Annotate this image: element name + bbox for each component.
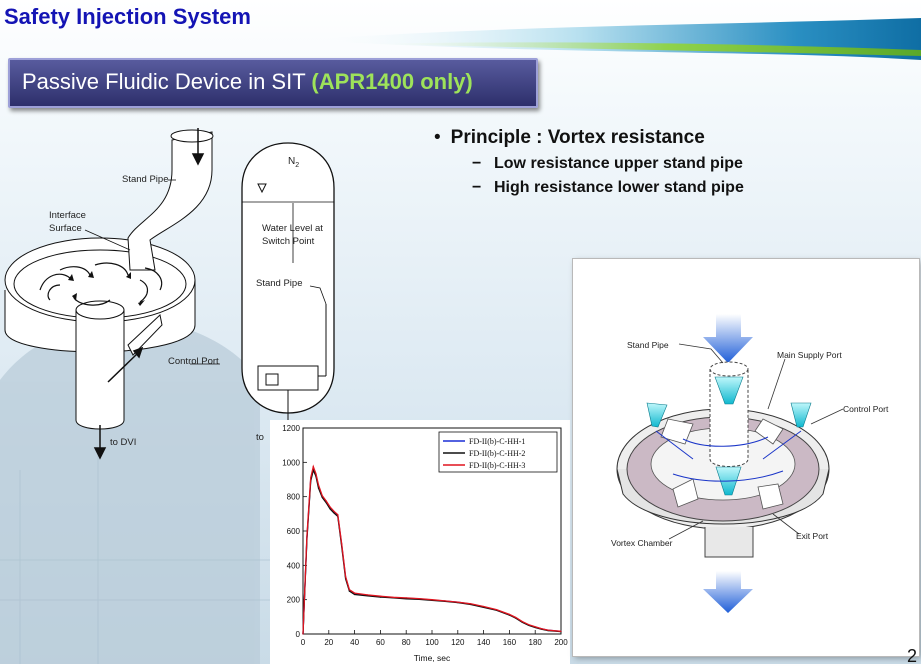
x-tick-label: 0 (301, 638, 306, 647)
subtitle-main: Passive Fluidic Device in SIT (22, 69, 311, 94)
series-3-point (341, 543, 342, 544)
series-3-point (509, 614, 510, 615)
legend-label-2: FD-II(b)-C-HH-2 (469, 449, 525, 458)
series-3-point (548, 630, 549, 631)
photo-main-supply-port-label: Main Supply Port (777, 349, 842, 361)
bullet-dot-icon: • (434, 127, 441, 148)
vortex-device-diagram (0, 120, 245, 460)
x-tick-label: 20 (324, 638, 333, 647)
series-3-point (541, 628, 542, 629)
bullet-sub-1-text: Low resistance upper stand pipe (494, 155, 743, 172)
series-3-point (393, 597, 394, 598)
series-3-point (406, 597, 407, 598)
to-dvi-label: to DVI (110, 437, 136, 449)
y-tick-label: 1000 (282, 458, 300, 467)
left-stand-pipe-label: Stand Pipe (122, 174, 168, 186)
series-3-point (444, 600, 445, 601)
photo-exit-port-label: Exit Port (796, 530, 828, 542)
photo-control-port-label: Control Port (843, 403, 888, 415)
legend-label-3: FD-II(b)-C-HH-3 (469, 461, 525, 470)
n2-label: N2 (288, 156, 299, 172)
series-3-point (330, 506, 331, 507)
x-tick-label: 200 (554, 638, 568, 647)
series-2-point (354, 594, 355, 595)
series-3-point (457, 602, 458, 603)
tank-stand-pipe-label: Stand Pipe (256, 278, 302, 290)
x-tick-label: 60 (376, 638, 385, 647)
y-tick-label: 1200 (282, 424, 300, 433)
subtitle-highlight: (APR1400 only) (311, 69, 472, 94)
legend-label-1: FD-II(b)-C-HH-1 (469, 437, 525, 446)
series-3-point (380, 596, 381, 597)
vortex-chamber-photo: Stand Pipe Main Supply Port Control Port… (573, 259, 919, 656)
series-3-point (560, 631, 561, 632)
bullet-sub-2: −High resistance lower stand pipe (472, 179, 744, 197)
vortex-chamber-drawing (573, 259, 919, 656)
y-tick-label: 600 (287, 527, 301, 536)
x-axis-label: Time, sec (414, 653, 451, 663)
x-tick-label: 80 (402, 638, 411, 647)
x-tick-label: 140 (477, 638, 491, 647)
y-tick-label: 800 (287, 493, 301, 502)
photo-stand-pipe-label: Stand Pipe (627, 339, 669, 351)
x-tick-label: 40 (350, 638, 359, 647)
bullet-sub-2-text: High resistance lower stand pipe (494, 179, 744, 196)
series-3-point (483, 606, 484, 607)
series-3-point (431, 599, 432, 600)
series-3-point (515, 617, 516, 618)
series-3-point (302, 633, 303, 634)
series-3-point (419, 598, 420, 599)
series-3-point (535, 626, 536, 627)
bullet-principle-text: Principle : Vortex resistance (451, 127, 705, 148)
tank-to-label: to (256, 432, 264, 444)
series-3-point (313, 466, 314, 467)
n2-subscript: 2 (295, 162, 299, 169)
x-tick-label: 120 (451, 638, 465, 647)
series-3-point (470, 603, 471, 604)
y-tick-label: 400 (287, 561, 301, 570)
water-level-label-2: Switch Point (262, 236, 314, 248)
series-3-point (318, 484, 319, 485)
bullet-list: • Principle : Vortex resistance −Low resi… (434, 127, 744, 197)
series-3-point (326, 500, 327, 501)
slide-title: Safety Injection System (4, 4, 251, 30)
series-3-point (337, 514, 338, 515)
dash-icon: − (472, 155, 494, 173)
series-3-point (528, 624, 529, 625)
series-3-point (349, 589, 350, 590)
bullet-principle: • Principle : Vortex resistance (434, 127, 744, 149)
series-2-point (330, 508, 331, 509)
interface-surface-label-1: Interface (49, 210, 86, 222)
series-3-point (496, 609, 497, 610)
bullet-sub-1: −Low resistance upper stand pipe (472, 155, 744, 173)
series-3-point (315, 473, 316, 474)
interface-surface-label-2: Surface (49, 223, 82, 235)
series-3-point (322, 495, 323, 496)
series-2-point (333, 512, 334, 513)
dash-icon: − (472, 179, 494, 197)
x-tick-label: 100 (425, 638, 439, 647)
series-3-point (310, 477, 311, 478)
series-3-point (522, 621, 523, 622)
water-level-label-1: Water Level at (262, 223, 323, 235)
series-3-point (306, 536, 307, 537)
series-3-point (354, 593, 355, 594)
photo-vortex-chamber-label: Vortex Chamber (611, 537, 672, 549)
subtitle-text: Passive Fluidic Device in SIT (APR1400 o… (22, 69, 473, 95)
y-tick-label: 200 (287, 596, 301, 605)
series-3-point (333, 511, 334, 512)
x-tick-label: 160 (503, 638, 517, 647)
series-3-point (367, 594, 368, 595)
control-port-label: Control Port (168, 356, 219, 368)
x-tick-label: 180 (529, 638, 543, 647)
series-3-point (345, 576, 346, 577)
